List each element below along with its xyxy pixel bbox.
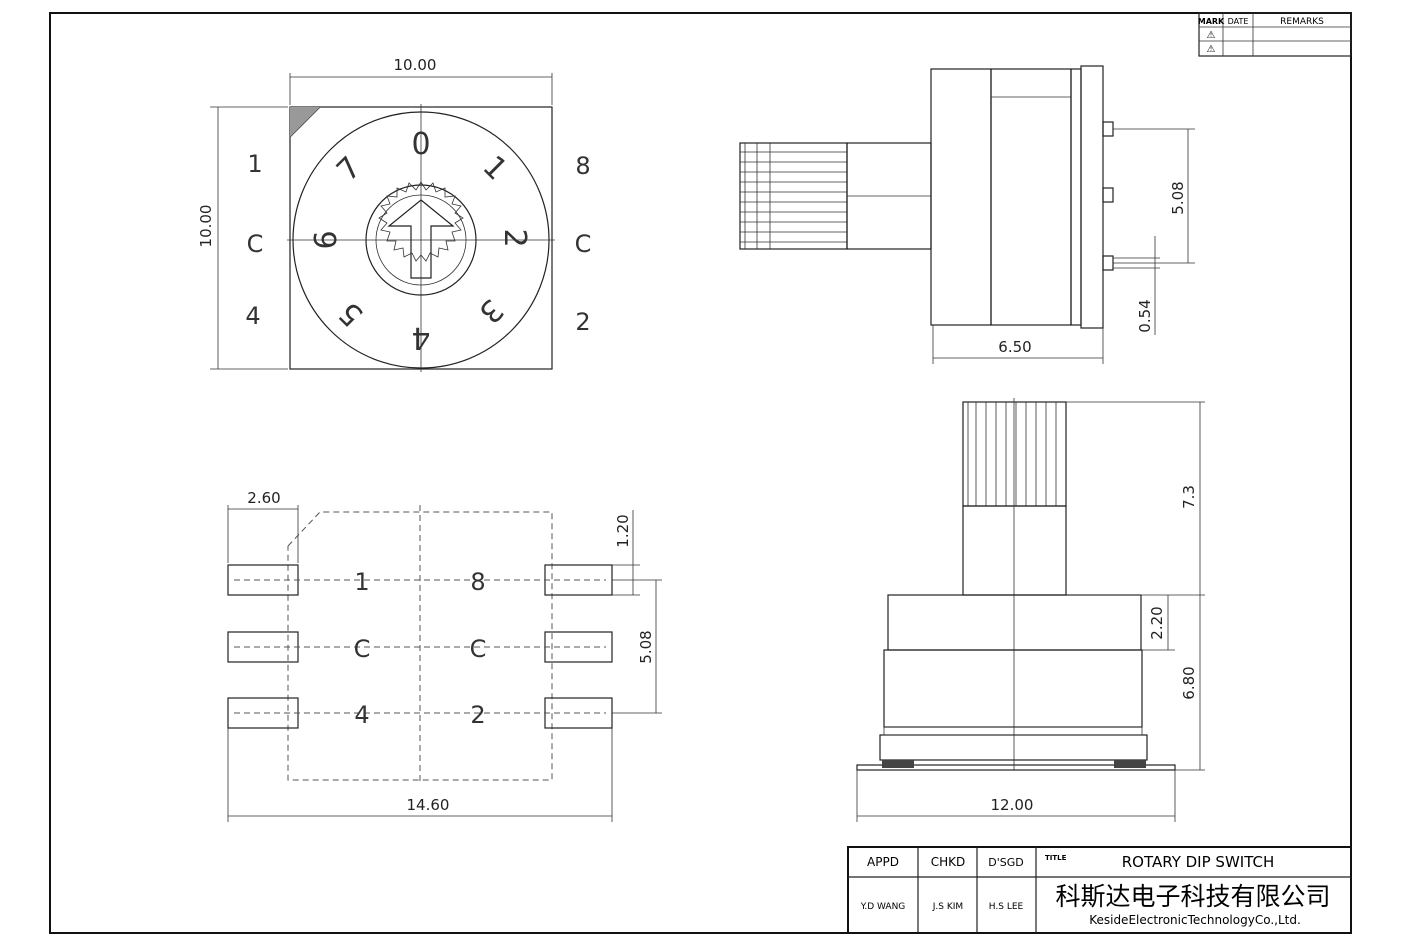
fp-left-label-c: C — [354, 635, 371, 663]
dial-number-6: 6 — [309, 230, 344, 249]
rev-header-remarks: REMARKS — [1280, 17, 1324, 27]
drawing-title: ROTARY DIP SWITCH — [1122, 853, 1274, 871]
fp-total-dim: 14.60 — [407, 796, 450, 814]
fp-pad-width-dim: 2.60 — [247, 489, 280, 507]
appd-label: APPD — [867, 855, 899, 869]
top-right-pin-c: C — [575, 230, 592, 258]
rev-header-date: DATE — [1228, 17, 1249, 26]
fp-left-label-1: 1 — [354, 568, 369, 596]
front-width-dim: 12.00 — [991, 796, 1034, 814]
dial-number-7: 7 — [330, 150, 368, 188]
front-collar-dim: 2.20 — [1148, 606, 1166, 639]
top-height-dim: 10.00 — [197, 205, 215, 248]
dsgd-label: D'SGD — [988, 856, 1023, 869]
footprint-view: 1 C 4 8 C 2 2.60 1.20 5.08 14.60 — [227, 489, 662, 822]
chkd-name: J.S KIM — [932, 902, 963, 912]
rev-mark-2-icon: ⚠ — [1207, 44, 1216, 55]
top-left-pin-c: C — [247, 230, 264, 258]
rev-mark-1-icon: ⚠ — [1207, 30, 1216, 41]
dial-number-2: 2 — [497, 228, 532, 247]
shaft-knurl — [739, 142, 848, 250]
dial-number-1: 1 — [476, 149, 514, 187]
front-body-dim: 6.80 — [1180, 666, 1198, 699]
side-body — [990, 68, 1072, 326]
side-pitch-dim: 5.08 — [1169, 181, 1187, 214]
rev-header-mark: MARK — [1198, 17, 1225, 26]
side-body-front — [930, 68, 992, 326]
top-left-pin-4: 4 — [245, 302, 260, 330]
side-pin-dim: 0.54 — [1136, 299, 1154, 332]
side-body-dim: 6.50 — [998, 338, 1031, 356]
top-right-pin-8: 8 — [575, 152, 590, 180]
top-left-pin-1: 1 — [247, 150, 262, 178]
fp-right-label-c: C — [470, 635, 487, 663]
dsgd-name: H.S LEE — [989, 902, 1024, 912]
fp-right-label-8: 8 — [470, 568, 485, 596]
dial-number-0: 0 — [411, 127, 430, 162]
chkd-label: CHKD — [931, 855, 966, 869]
top-right-pin-2: 2 — [575, 308, 590, 336]
sheet-border — [49, 12, 1352, 934]
front-shaft-knurl — [962, 401, 1067, 507]
dial-number-4: 4 — [411, 320, 430, 355]
company-name-en: KesideElectronicTechnologyCo.,Ltd. — [1089, 913, 1301, 927]
front-view: 7.3 2.20 6.80 12.00 — [856, 398, 1205, 822]
title-label: TITLE — [1045, 854, 1067, 862]
top-view: 1 C 4 8 C 2 0 1 2 3 4 5 6 7 10.00 10.00 — [197, 56, 591, 372]
revision-table: MARK DATE REMARKS ⚠ ⚠ — [1198, 12, 1352, 57]
fp-pitch-dim: 5.08 — [637, 630, 655, 663]
dial-number-5: 5 — [332, 295, 370, 333]
company-name-cn: 科斯达电子科技有限公司 — [1055, 882, 1330, 911]
front-collar — [887, 594, 1142, 651]
fp-right-label-2: 2 — [470, 701, 485, 729]
front-body — [883, 649, 1143, 728]
fp-pad-height-dim: 1.20 — [614, 514, 632, 547]
dial-number-3: 3 — [472, 292, 510, 330]
fp-left-label-4: 4 — [354, 701, 369, 729]
appd-name: Y.D WANG — [860, 902, 906, 912]
front-shaft-dim: 7.3 — [1180, 485, 1198, 509]
side-view: 5.08 0.54 6.50 — [739, 65, 1195, 364]
top-width-dim: 10.00 — [394, 56, 437, 74]
title-block: APPD CHKD D'SGD TITLE Y.D WANG J.S KIM H… — [847, 846, 1352, 934]
